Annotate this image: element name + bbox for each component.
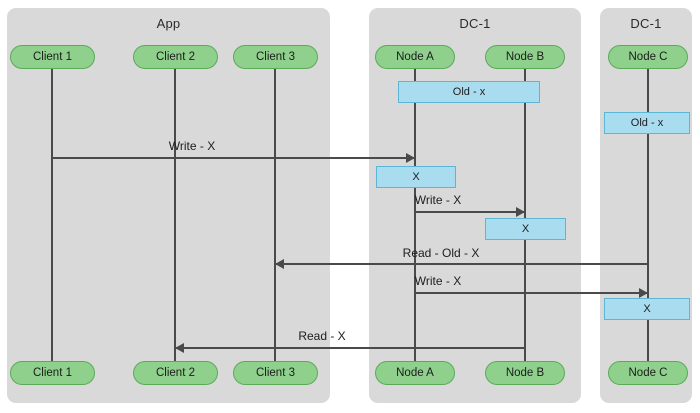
group-title-app: App [156,16,181,31]
group-app: App [7,8,330,403]
lifeline-nodea [414,69,416,361]
data-box-x-nodeb: X [485,218,566,240]
participant-nodeb-bottom[interactable]: Node B [485,361,565,385]
message-label-write-x-client1-nodea: Write - X [168,139,216,153]
participant-client3-top[interactable]: Client 3 [233,45,318,69]
message-line-read-old-x-nodec-client3 [275,263,648,265]
message-line-write-x-nodea-nodeb [415,211,525,213]
arrowhead-write-x-nodea-nodeb [516,207,525,217]
message-label-write-x-nodea-nodeb: Write - X [414,193,462,207]
lifeline-nodeb [524,69,526,361]
participant-client1-bottom[interactable]: Client 1 [10,361,95,385]
data-box-x-nodea: X [376,166,456,188]
participant-nodea-top[interactable]: Node A [375,45,455,69]
group-title-dc1-primary: DC-1 [459,16,491,31]
message-label-read-x-nodeb-client2: Read - X [298,329,346,343]
message-label-write-x-nodea-nodec: Write - X [414,274,462,288]
participant-nodec-bottom[interactable]: Node C [608,361,688,385]
arrowhead-read-x-nodeb-client2 [175,343,184,353]
participant-nodeb-top[interactable]: Node B [485,45,565,69]
message-line-write-x-client1-nodea [52,157,415,159]
message-line-read-x-nodeb-client2 [175,347,525,349]
lifeline-client2 [174,69,176,361]
participant-nodea-bottom[interactable]: Node A [375,361,455,385]
group-dc1-secondary: DC-1 [600,8,692,403]
participant-client3-bottom[interactable]: Client 3 [233,361,318,385]
participant-client1-top[interactable]: Client 1 [10,45,95,69]
group-dc1-primary: DC-1 [369,8,581,403]
data-box-x-nodec: X [604,298,690,320]
data-box-old-x-secondary: Old - x [604,112,690,134]
participant-nodec-top[interactable]: Node C [608,45,688,69]
participant-client2-top[interactable]: Client 2 [133,45,218,69]
participant-client2-bottom[interactable]: Client 2 [133,361,218,385]
data-box-old-x-primary: Old - x [398,81,540,103]
group-title-dc1-secondary: DC-1 [630,16,662,31]
message-label-read-old-x-nodec-client3: Read - Old - X [402,246,480,260]
arrowhead-read-old-x-nodec-client3 [275,259,284,269]
lifeline-client1 [51,69,53,361]
lifeline-nodec [647,69,649,361]
message-line-write-x-nodea-nodec [415,292,648,294]
arrowhead-write-x-nodea-nodec [639,288,648,298]
arrowhead-write-x-client1-nodea [406,153,415,163]
lifeline-client3 [274,69,276,361]
